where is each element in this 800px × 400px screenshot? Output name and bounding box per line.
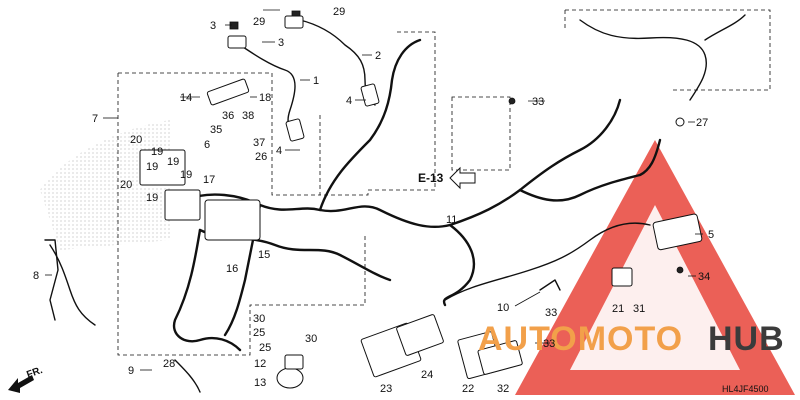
- callout-20b: 20: [120, 179, 132, 191]
- callout-11: 11: [446, 214, 457, 226]
- callouts: 1 2 3 3 4 4 5 6 7 8 9 10 11 12 13 14 15 …: [33, 6, 714, 395]
- callout-28: 28: [163, 358, 175, 370]
- grommet-27: [675, 117, 685, 127]
- callout-24: 24: [421, 369, 433, 381]
- harness-branch-left-down: [172, 228, 242, 352]
- callout-38: 38: [242, 110, 254, 122]
- callout-30b: 30: [305, 333, 317, 345]
- main-harness: [183, 98, 622, 229]
- watermark-triangle-inner: [570, 205, 740, 370]
- callout-27: 27: [696, 117, 708, 129]
- callout-33c: 33: [543, 338, 555, 350]
- callout-34: 34: [698, 271, 710, 283]
- group-box-right: [451, 96, 511, 171]
- diagram-code: HL4JF4500: [722, 384, 769, 394]
- callout-26: 26: [255, 151, 267, 163]
- callout-32: 32: [497, 383, 509, 395]
- callout-19b: 19: [146, 161, 158, 173]
- callout-31: 31: [633, 303, 645, 315]
- callout-3b: 3: [278, 37, 284, 49]
- bracket-9: [174, 359, 201, 393]
- bracket-8: [44, 239, 59, 321]
- harness-branch-up: [318, 38, 422, 212]
- callout-19a: 19: [151, 146, 163, 158]
- callout-2: 2: [375, 50, 381, 62]
- callout-37: 37: [253, 137, 265, 149]
- callout-13: 13: [254, 377, 266, 389]
- callout-30a: 30: [253, 313, 265, 325]
- bracket-11: [539, 279, 561, 291]
- connector-12: [284, 354, 304, 370]
- sensor-part-2: [284, 15, 304, 29]
- watermark-part2: HUB: [708, 320, 785, 358]
- leader-lines: [45, 9, 703, 371]
- frame-silhouette: [40, 120, 170, 250]
- callout-25a: 25: [253, 327, 265, 339]
- front-arrow: [8, 375, 34, 393]
- callout-17: 17: [203, 174, 215, 186]
- callout-12: 12: [254, 358, 266, 370]
- callout-19c: 19: [167, 156, 179, 168]
- callout-23: 23: [380, 383, 392, 395]
- grommet-33a: [508, 97, 516, 105]
- relay-19-group: [139, 149, 186, 186]
- callout-22: 22: [462, 383, 474, 395]
- callout-7: 7: [92, 113, 98, 125]
- module-24: [396, 314, 444, 356]
- top-right-wire: [579, 14, 746, 101]
- left-sub-harness: [49, 244, 96, 326]
- group-box-left: [117, 73, 366, 356]
- horn-13: [276, 367, 304, 389]
- plate-32: [477, 340, 523, 375]
- callout-3a: 3: [210, 20, 216, 32]
- callout-5: 5: [708, 229, 714, 241]
- ecm-unit: [652, 213, 703, 251]
- long-ground-wire: [444, 222, 651, 301]
- sensor-part-1: [227, 35, 247, 49]
- fuse-box: [204, 199, 261, 241]
- callout-21: 21: [612, 303, 624, 315]
- callout-1: 1: [313, 75, 319, 87]
- relay-box: [164, 189, 201, 221]
- group-box-left-top: [118, 72, 320, 196]
- callout-10: 10: [497, 302, 509, 314]
- section-ref-label: E-13: [418, 171, 444, 185]
- harness-branch-right2: [518, 138, 662, 202]
- sensor-bottom-4a: [285, 118, 305, 142]
- callout-19d: 19: [180, 169, 192, 181]
- callout-9: 9: [128, 365, 134, 377]
- callout-33a: 33: [532, 96, 544, 108]
- callout-33b: 33: [545, 307, 557, 319]
- callout-25b: 25: [259, 342, 271, 354]
- callout-16: 16: [226, 263, 238, 275]
- section-arrow: [449, 166, 476, 190]
- sensor-bottom-4b: [360, 83, 380, 107]
- callout-8: 8: [33, 270, 39, 282]
- callout-20a: 20: [130, 134, 142, 146]
- callout-19e: 19: [146, 192, 158, 204]
- callout-36: 36: [222, 110, 234, 122]
- callout-4a: 4: [276, 145, 282, 157]
- watermark-part1: AUTOMOTO: [478, 320, 683, 358]
- bracket-14: [206, 78, 250, 106]
- callout-14: 14: [180, 92, 192, 104]
- sensor-3a: [229, 21, 239, 30]
- callout-6: 6: [204, 139, 210, 151]
- callout-18: 18: [259, 92, 271, 104]
- callout-4b: 4: [346, 95, 352, 107]
- front-label: FR.: [25, 365, 44, 381]
- callout-15: 15: [258, 249, 270, 261]
- group-box-center: [319, 31, 436, 196]
- callout-35: 35: [210, 124, 222, 136]
- relay-21: [611, 267, 633, 287]
- callout-29b: 29: [333, 6, 345, 18]
- group-box-top-right: [564, 9, 771, 91]
- callout-29a: 29: [253, 16, 265, 28]
- grommet-34: [676, 266, 684, 274]
